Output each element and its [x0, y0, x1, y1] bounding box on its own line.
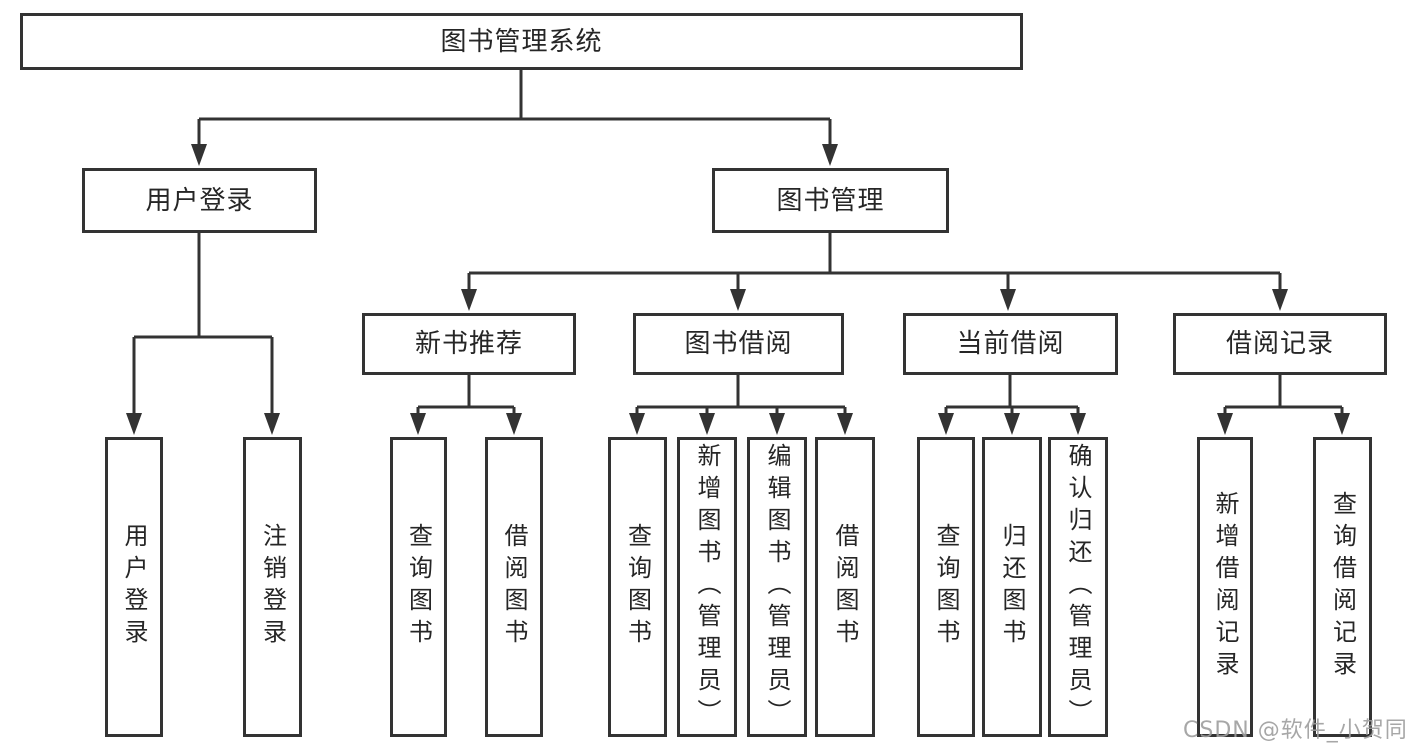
leaf-query-books-recommend: 查询图书 [390, 437, 447, 737]
leaf-return-books: 归还图书 [982, 437, 1042, 737]
connector-newbook-to-leaves [416, 375, 516, 419]
leaf-query-borrow-record: 查询借阅记录 [1313, 437, 1372, 737]
node-book-management-branch: 图书管理 [712, 168, 949, 233]
connector-borrow-to-leaves [635, 375, 847, 419]
connector-current-to-leaves [944, 375, 1080, 419]
leaf-query-books-borrowing: 查询图书 [608, 437, 667, 737]
arrowheads [126, 144, 1350, 435]
leaf-user-login: 用户登录 [105, 437, 163, 737]
csdn-watermark: CSDN @软件_小贺同学 [1183, 718, 1405, 743]
leaf-edit-books-admin: 编辑图书（管理员） [747, 437, 807, 737]
connector-records-to-leaves [1223, 375, 1344, 419]
leaf-add-books-admin: 新增图书（管理员） [677, 437, 737, 737]
node-new-book-recommend: 新书推荐 [362, 313, 576, 375]
connector-login-to-leaves [132, 233, 274, 419]
node-user-login-branch: 用户登录 [82, 168, 317, 233]
node-borrowing-records: 借阅记录 [1173, 313, 1387, 375]
leaf-query-books-current: 查询图书 [917, 437, 975, 737]
leaf-confirm-return-admin: 确认归还（管理员） [1048, 437, 1108, 737]
leaf-logout: 注销登录 [243, 437, 302, 737]
node-current-borrowing: 当前借阅 [903, 313, 1118, 375]
connector-root-to-level2 [197, 70, 832, 148]
node-library-system-root: 图书管理系统 [20, 13, 1023, 70]
leaf-borrow-books-recommend: 借阅图书 [485, 437, 543, 737]
leaf-borrow-books: 借阅图书 [815, 437, 875, 737]
leaf-add-borrow-record: 新增借阅记录 [1197, 437, 1253, 737]
connector-mgmt-to-modules [467, 233, 1282, 293]
node-book-borrowing: 图书借阅 [633, 313, 844, 375]
